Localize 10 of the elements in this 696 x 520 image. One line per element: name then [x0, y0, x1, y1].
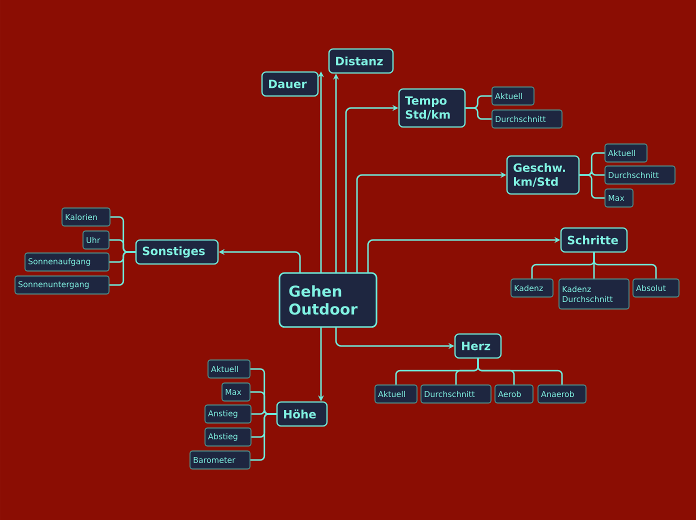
topic-box: Herz	[454, 333, 502, 359]
topic-box: Dauer	[261, 71, 319, 97]
topic-box: Höhe	[276, 401, 328, 427]
topic-box: Tempo Std/km	[398, 88, 466, 128]
topic-box: Distanz	[328, 48, 394, 74]
bracket-line	[466, 107, 492, 120]
central-topic-box: Gehen Outdoor	[278, 272, 378, 328]
topic-box: Schritte	[560, 227, 628, 253]
topic-box: Geschw. km/Std	[506, 155, 580, 195]
topic-box: Sonstiges	[135, 239, 219, 265]
